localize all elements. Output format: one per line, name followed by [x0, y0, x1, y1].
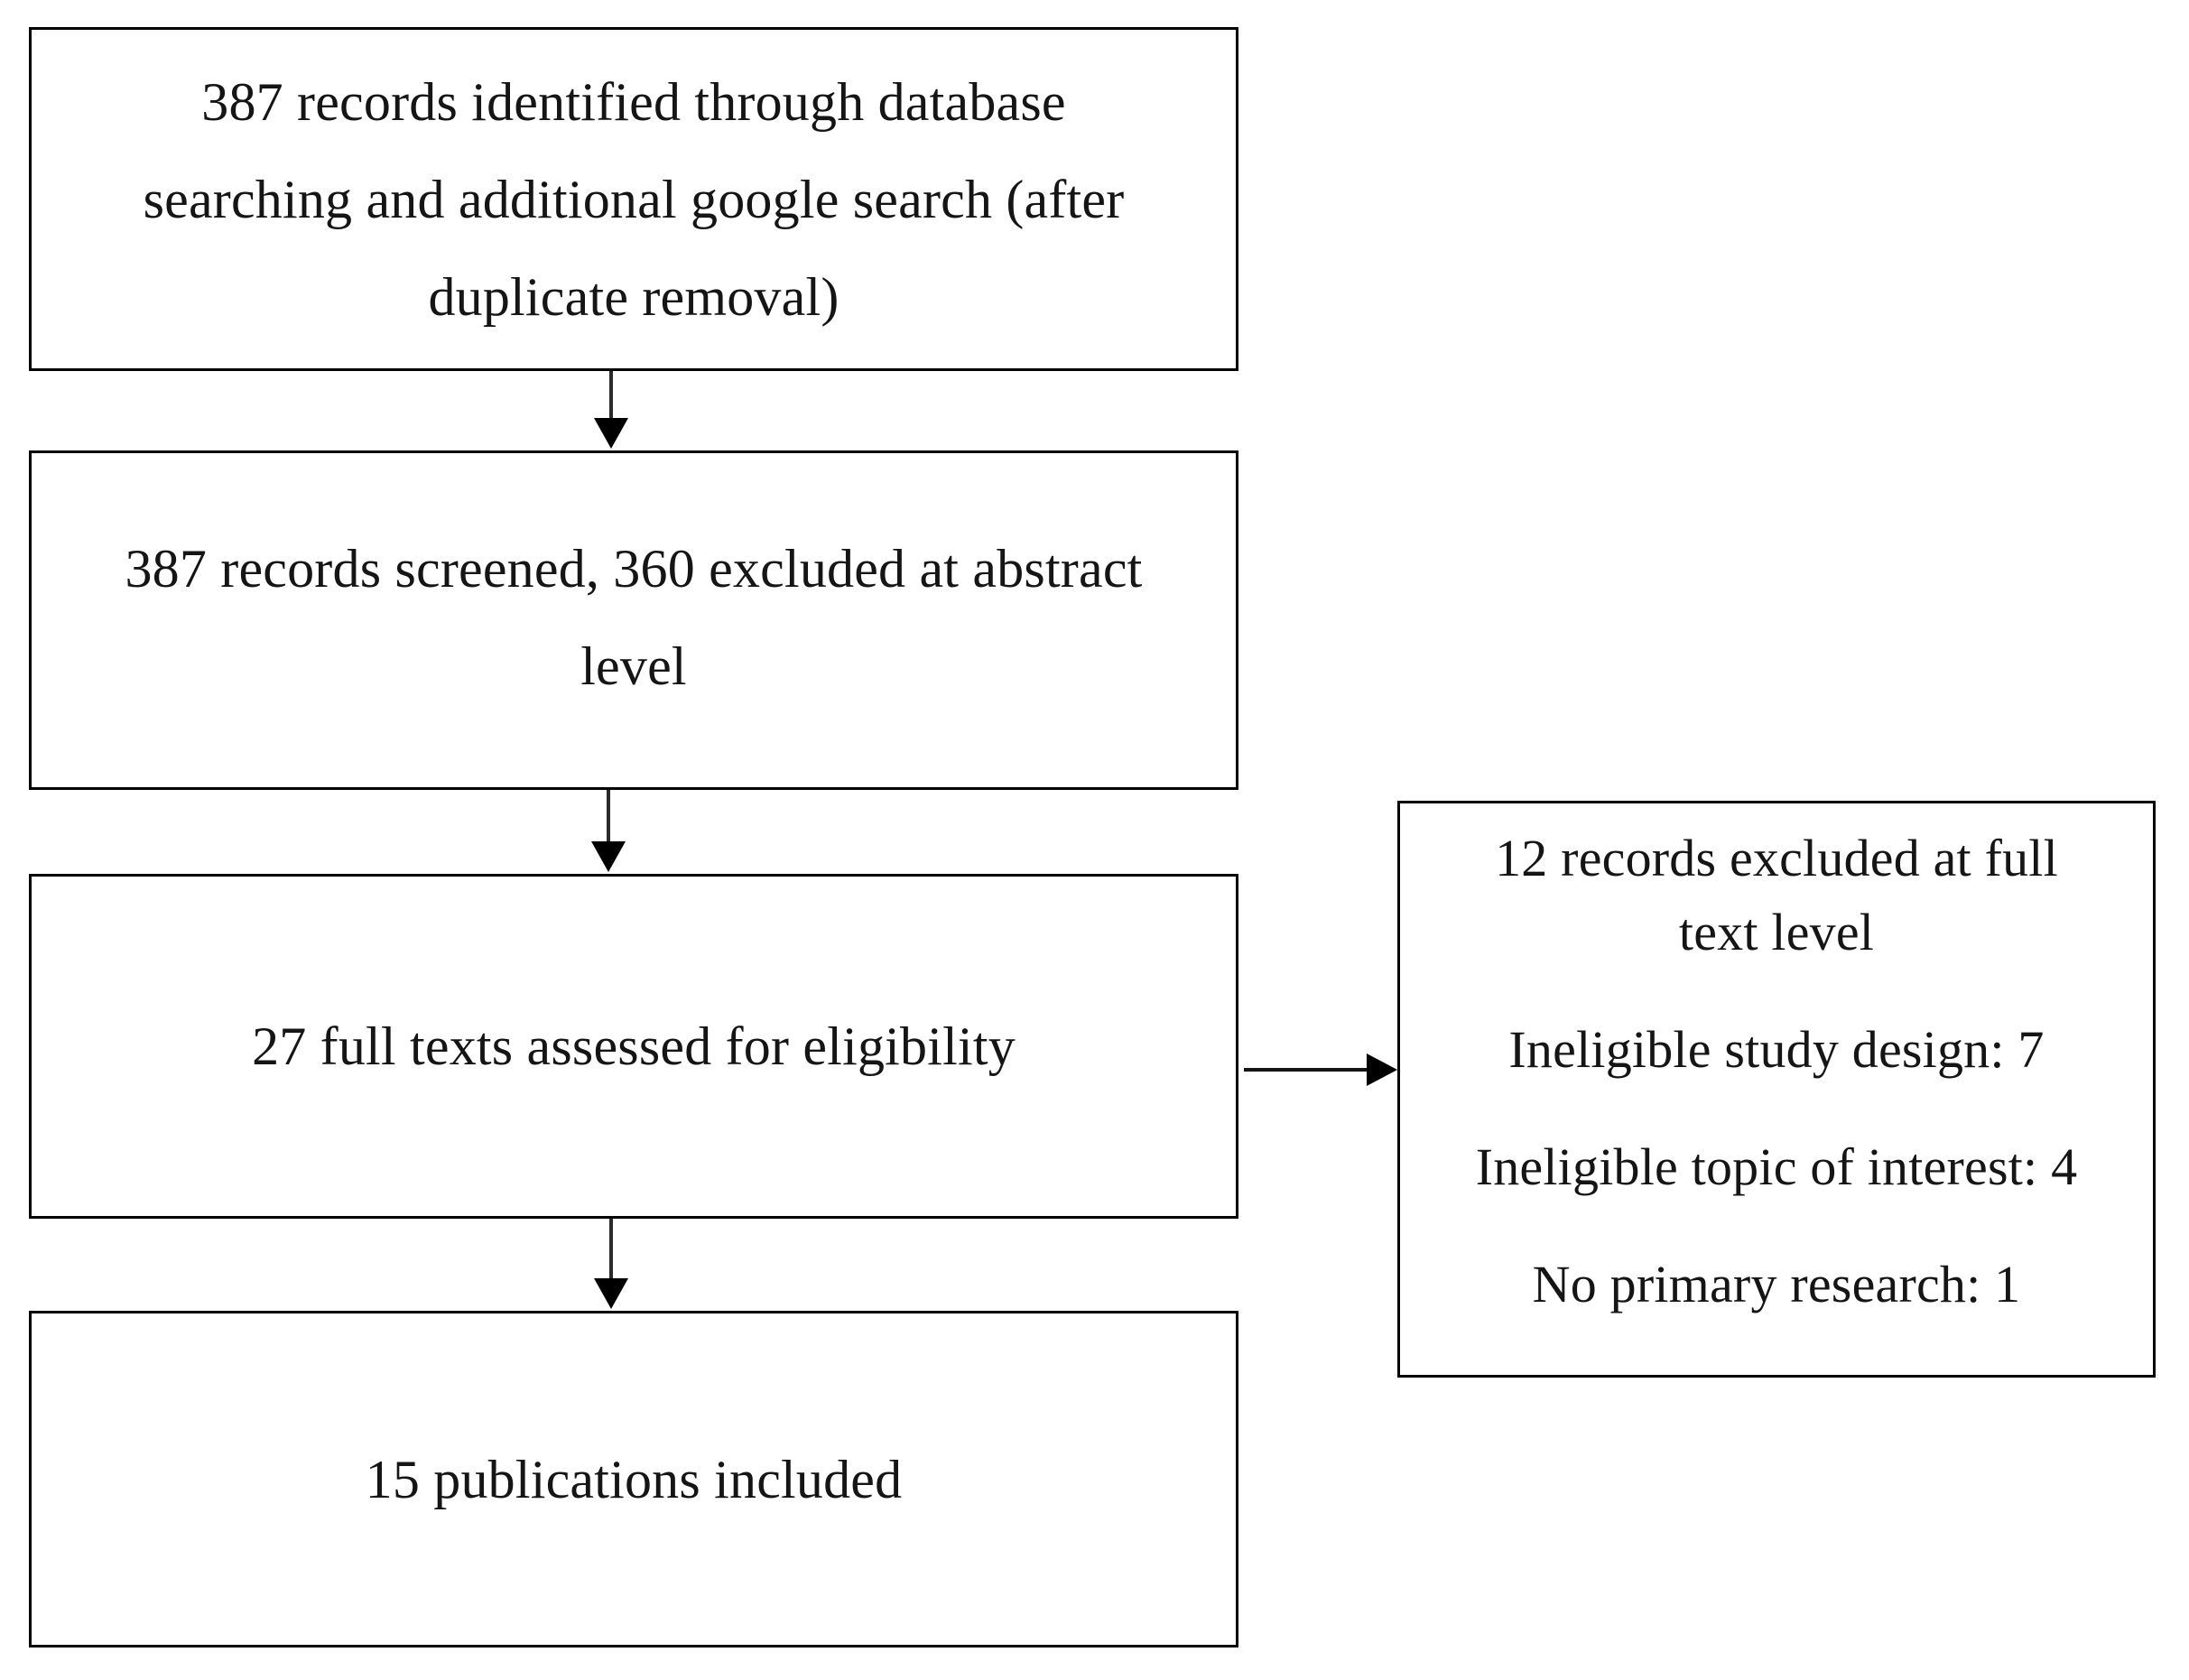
flow-box-exclusions: 12 records excluded at full text level I… — [1397, 801, 2156, 1378]
flow-box-exclusions-line-2: text level — [1678, 903, 1875, 961]
arrow-head-down-icon — [594, 418, 628, 449]
flow-box-identification-line-3: duplicate removal) — [428, 267, 839, 327]
arrow-head-right-icon — [1367, 1053, 1397, 1086]
flow-box-eligibility-line-1: 27 full texts assessed for eligibility — [252, 1016, 1016, 1076]
flow-box-included: 15 publications included — [29, 1311, 1238, 1648]
flow-box-screening-line-2: level — [580, 636, 687, 696]
flow-box-screening: 387 records screened, 360 excluded at ab… — [29, 450, 1238, 790]
flow-box-screening-line-1: 387 records screened, 360 excluded at ab… — [125, 539, 1143, 599]
flow-box-exclusions-line-4: Ineligible topic of interest: 4 — [1475, 1137, 2078, 1196]
flow-box-exclusions-line-3: Ineligible study design: 7 — [1508, 1020, 2045, 1079]
flow-box-identification-line-2: searching and additional google search (… — [143, 170, 1125, 229]
arrow-stem — [607, 790, 610, 844]
arrow-stem — [609, 1219, 613, 1280]
flow-box-identification-line-1: 387 records identified through database — [201, 72, 1066, 132]
flow-box-exclusions-line-5: No primary research: 1 — [1532, 1255, 2021, 1313]
flow-box-exclusions-line-1: 12 records excluded at full — [1495, 829, 2058, 887]
arrow-head-down-icon — [591, 841, 626, 872]
arrow-stem — [609, 371, 613, 422]
arrow-stem — [1244, 1068, 1370, 1072]
flow-box-eligibility: 27 full texts assessed for eligibility — [29, 874, 1238, 1219]
flow-box-included-line-1: 15 publications included — [365, 1449, 903, 1509]
flow-box-identification: 387 records identified through database … — [29, 27, 1238, 371]
arrow-head-down-icon — [594, 1278, 628, 1309]
